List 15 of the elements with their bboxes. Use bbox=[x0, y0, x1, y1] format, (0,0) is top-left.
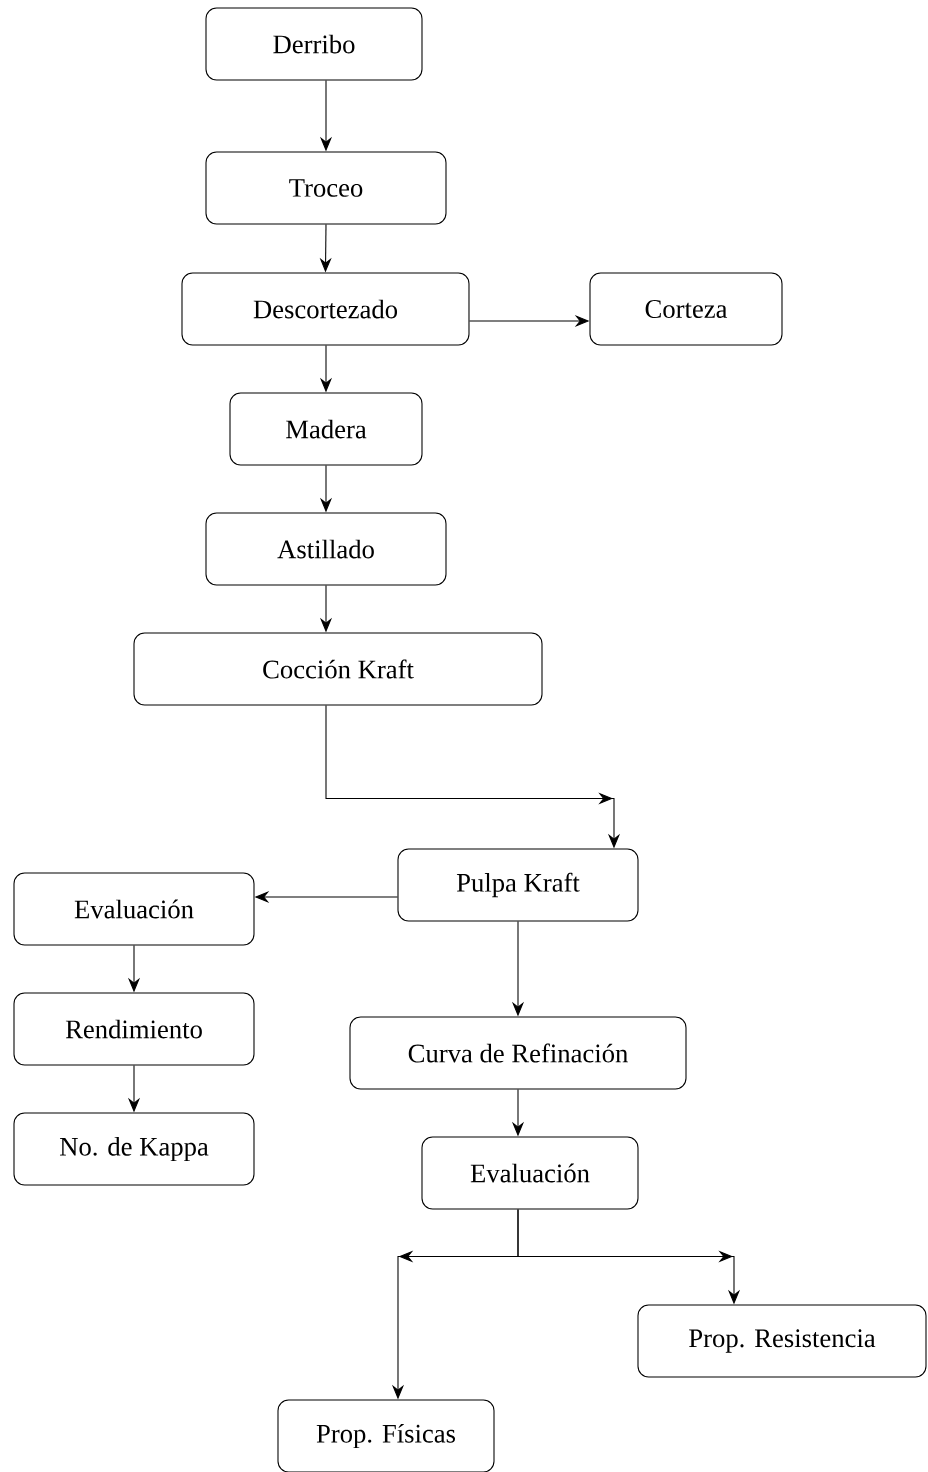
process-box: No. de Kappa bbox=[13, 1112, 255, 1186]
process-box: Prop. Resistencia bbox=[637, 1304, 927, 1378]
process-box: Astillado bbox=[205, 512, 447, 586]
process-box: Derribo bbox=[205, 7, 423, 81]
process-box: Troceo bbox=[205, 151, 447, 225]
process-box: Cocción Kraft bbox=[133, 632, 543, 706]
process-box: Pulpa Kraft bbox=[397, 848, 639, 922]
process-box: Prop. Físicas bbox=[277, 1399, 495, 1472]
process-box: Evaluación bbox=[13, 872, 255, 946]
process-box: Madera bbox=[229, 392, 423, 466]
process-box: Evaluación bbox=[421, 1136, 639, 1210]
process-box: Curva de Refinación bbox=[349, 1016, 687, 1090]
process-box: Rendimiento bbox=[13, 992, 255, 1066]
process-box: Corteza bbox=[589, 272, 783, 346]
process-box: Descortezado bbox=[181, 272, 470, 346]
